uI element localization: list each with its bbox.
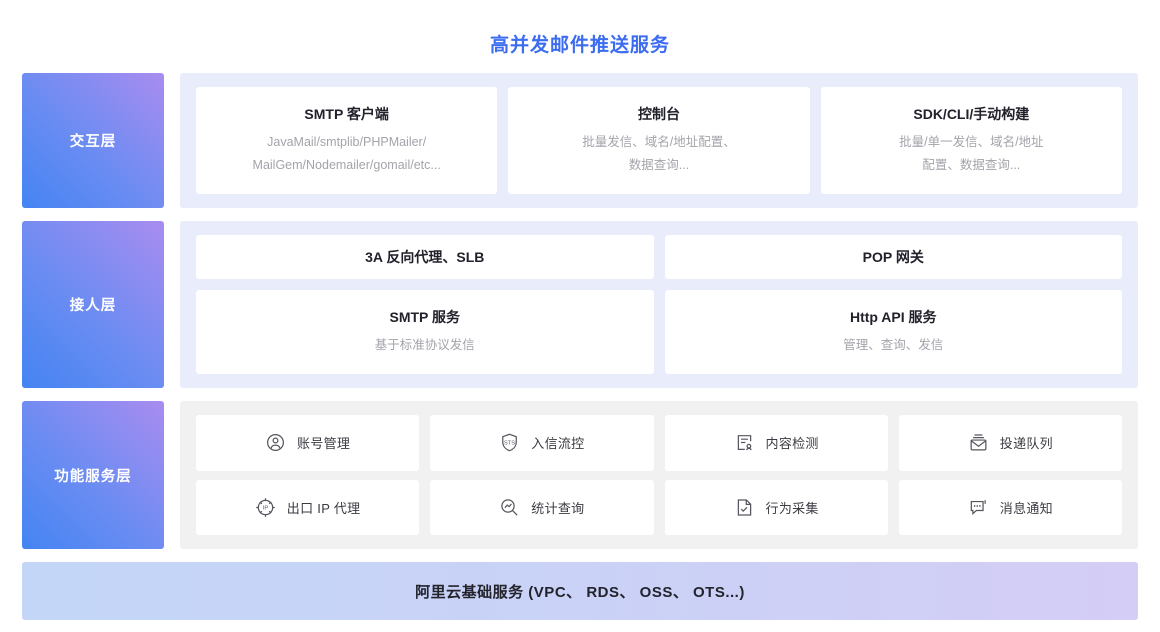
card-description-line: JavaMail/smtplib/PHPMailer/	[267, 134, 427, 149]
tile-label: 出口 IP 代理	[286, 500, 361, 516]
tile-row: IP 出口 IP 代理 统计查询	[196, 479, 1122, 535]
tile-label: 投递队列	[999, 436, 1053, 452]
card-description: 批量发信、域名/地址配置、 数据查询...	[582, 131, 735, 177]
card-row: SMTP 客户端 JavaMail/smtplib/PHPMailer/ Mai…	[196, 87, 1122, 194]
card-description-line: MailGem/Nodemailer/gomail/etc...	[252, 158, 441, 172]
card-reverse-proxy-slb[interactable]: 3A 反向代理、SLB	[196, 235, 654, 279]
card-description-line: 配置、数据查询...	[922, 158, 1021, 172]
foundation-services-bar: 阿里云基础服务 (VPC、 RDS、 OSS、 OTS...)	[22, 562, 1138, 620]
tile-account-management[interactable]: 账号管理	[196, 415, 420, 471]
layer-tag-access: 接人层	[22, 221, 164, 388]
sts-shield-icon: STS	[499, 432, 520, 453]
user-circle-icon	[265, 432, 286, 453]
card-description-line: 数据查询...	[628, 158, 690, 172]
card-title: POP 网关	[862, 248, 924, 265]
tile-label: 入信流控	[531, 436, 585, 452]
card-sdk-cli[interactable]: SDK/CLI/手动构建 批量/单一发信、域名/地址 配置、数据查询...	[820, 87, 1122, 194]
document-scan-icon	[734, 432, 755, 453]
layer-row-access: 接人层 3A 反向代理、SLB POP 网关 SMTP 服务 基于标准协议发信	[22, 221, 1138, 388]
tile-delivery-queue[interactable]: 投递队列	[898, 415, 1122, 471]
card-smtp-client[interactable]: SMTP 客户端 JavaMail/smtplib/PHPMailer/ Mai…	[196, 87, 498, 194]
layer-panel-functional-services: 账号管理 STS 入信流控	[180, 401, 1138, 549]
card-description: 管理、查询、发信	[843, 334, 943, 357]
tile-row: 账号管理 STS 入信流控	[196, 415, 1122, 471]
card-description-line: 管理、查询、发信	[843, 337, 944, 352]
document-check-icon	[734, 497, 755, 518]
svg-text:STS: STS	[504, 441, 515, 447]
card-title: SDK/CLI/手动构建	[913, 105, 1030, 122]
svg-text:IP: IP	[263, 505, 269, 511]
envelope-queue-icon	[968, 432, 989, 453]
layer-row-functional-services: 功能服务层 账号管理	[22, 401, 1138, 549]
card-description: 基于标准协议发信	[375, 334, 475, 357]
card-row: 3A 反向代理、SLB POP 网关	[196, 235, 1122, 279]
card-description: 批量/单一发信、域名/地址 配置、数据查询...	[899, 131, 1043, 177]
card-pop-gateway[interactable]: POP 网关	[664, 235, 1122, 279]
tile-content-inspection[interactable]: 内容检测	[664, 415, 888, 471]
tile-statistics-query[interactable]: 统计查询	[430, 479, 654, 535]
card-title: SMTP 服务	[389, 308, 461, 325]
card-description-line: 基于标准协议发信	[374, 337, 475, 352]
ip-globe-icon: IP	[255, 497, 276, 518]
card-title: 3A 反向代理、SLB	[365, 248, 485, 265]
card-title: 控制台	[637, 105, 680, 122]
chart-search-icon	[499, 497, 520, 518]
layer-panel-access: 3A 反向代理、SLB POP 网关 SMTP 服务 基于标准协议发信 Http…	[180, 221, 1138, 388]
tile-behavior-collection[interactable]: 行为采集	[664, 479, 888, 535]
card-title: Http API 服务	[849, 308, 937, 325]
card-smtp-service[interactable]: SMTP 服务 基于标准协议发信	[196, 290, 654, 374]
layer-tag-functional-services: 功能服务层	[22, 401, 164, 549]
card-console[interactable]: 控制台 批量发信、域名/地址配置、 数据查询...	[508, 87, 810, 194]
tile-label: 内容检测	[765, 436, 819, 452]
tile-egress-ip-proxy[interactable]: IP 出口 IP 代理	[196, 479, 420, 535]
layer-tag-interaction: 交互层	[22, 73, 164, 208]
tile-label: 统计查询	[531, 500, 585, 516]
card-row: SMTP 服务 基于标准协议发信 Http API 服务 管理、查询、发信	[196, 290, 1122, 374]
tile-label: 行为采集	[765, 500, 819, 516]
card-description: JavaMail/smtplib/PHPMailer/ MailGem/Node…	[253, 131, 441, 177]
card-description-line: 批量/单一发信、域名/地址	[899, 134, 1044, 149]
layer-row-interaction: 交互层 SMTP 客户端 JavaMail/smtplib/PHPMailer/…	[22, 73, 1138, 208]
card-title: SMTP 客户端	[304, 105, 389, 122]
message-bubble-icon	[968, 497, 989, 518]
tile-label: 账号管理	[297, 436, 351, 452]
card-description-line: 批量发信、域名/地址配置、	[582, 134, 736, 149]
tile-message-notification[interactable]: 消息通知	[898, 479, 1122, 535]
tile-label: 消息通知	[999, 500, 1053, 516]
card-http-api-service[interactable]: Http API 服务 管理、查询、发信	[664, 290, 1122, 374]
layer-panel-interaction: SMTP 客户端 JavaMail/smtplib/PHPMailer/ Mai…	[180, 73, 1138, 208]
tile-inbound-flow-control[interactable]: STS 入信流控	[430, 415, 654, 471]
page-title: 高并发邮件推送服务	[489, 35, 670, 56]
